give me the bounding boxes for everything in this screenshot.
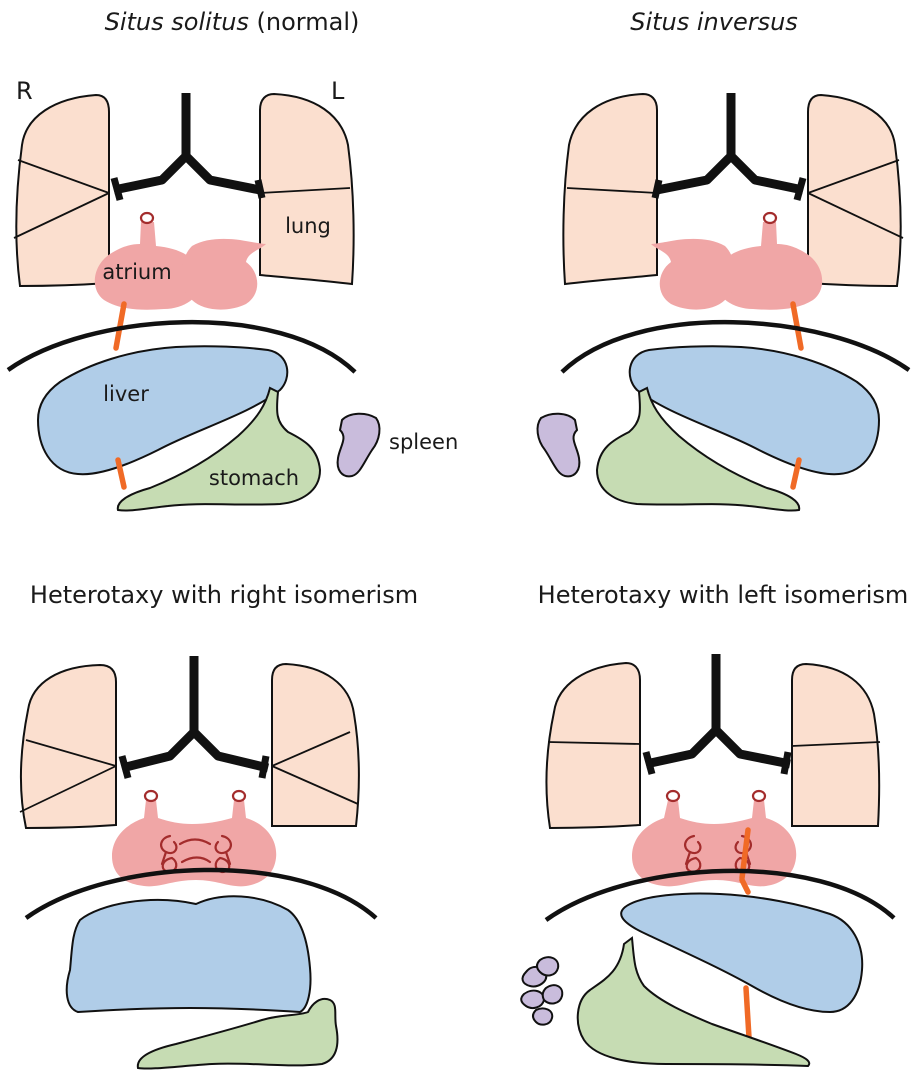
polysplenia [521, 957, 562, 1024]
bronchus-tip [122, 756, 128, 778]
stomach-label: stomach [209, 466, 299, 490]
side-label-left: L [331, 77, 345, 105]
bronchus-tip [114, 178, 120, 200]
trachea-bronchi [122, 656, 268, 768]
atrial-vessel-ring [764, 213, 776, 223]
title-situs-inversus: Situs inversus [630, 8, 798, 36]
right-lung [21, 665, 116, 828]
title-left-isomerism: Heterotaxy with left isomerism [538, 581, 909, 609]
title-situs-solitus-rest: (normal) [249, 8, 359, 36]
symmetric-liver [67, 896, 311, 1012]
lung-label: lung [285, 214, 331, 238]
splenule [521, 991, 544, 1008]
liver-label: liver [103, 382, 149, 406]
trachea-bronchi [646, 654, 790, 764]
bronchus-tip [258, 180, 262, 198]
atrial-vessel-ring [233, 791, 245, 801]
panel-situs-solitus: atrium lung liver stomach spleen [8, 93, 458, 511]
spleen-label: spleen [389, 430, 458, 454]
right-atrium [651, 239, 736, 310]
panel-right-isomerism [20, 656, 376, 1069]
atrial-vessel-ring [145, 791, 157, 801]
trachea-bronchi [114, 93, 260, 190]
liver [621, 893, 862, 1012]
splenule [543, 985, 563, 1003]
bronchus-tip [655, 180, 659, 198]
left-lung [547, 663, 640, 828]
spleen [338, 414, 380, 477]
title-right-isomerism: Heterotaxy with right isomerism [30, 581, 418, 609]
bronchus-tip [646, 752, 652, 774]
side-label-right: R [16, 77, 33, 105]
spleen [538, 414, 580, 477]
title-situs-solitus-italic: Situs solitus [105, 8, 249, 36]
atrial-vessel-ring [753, 791, 765, 801]
panel-left-isomerism [521, 654, 894, 1066]
panel-situs-inversus [538, 93, 909, 511]
right-lung [16, 95, 109, 286]
trachea-bronchi [657, 93, 803, 190]
bronchus-tip [784, 752, 788, 774]
splenule [533, 1008, 552, 1024]
bronchus-tip [797, 178, 803, 200]
title-situs-solitus: Situs solitus (normal) [105, 8, 360, 36]
atrial-vessel-ring [667, 791, 679, 801]
right-lung-mirrored [272, 664, 359, 826]
left-lung [808, 95, 901, 286]
atrium-label: atrium [102, 260, 171, 284]
left-atrium [182, 239, 267, 310]
splenule [537, 957, 558, 975]
bronchus-tip [262, 756, 266, 778]
atrial-vessel-ring [141, 213, 153, 223]
